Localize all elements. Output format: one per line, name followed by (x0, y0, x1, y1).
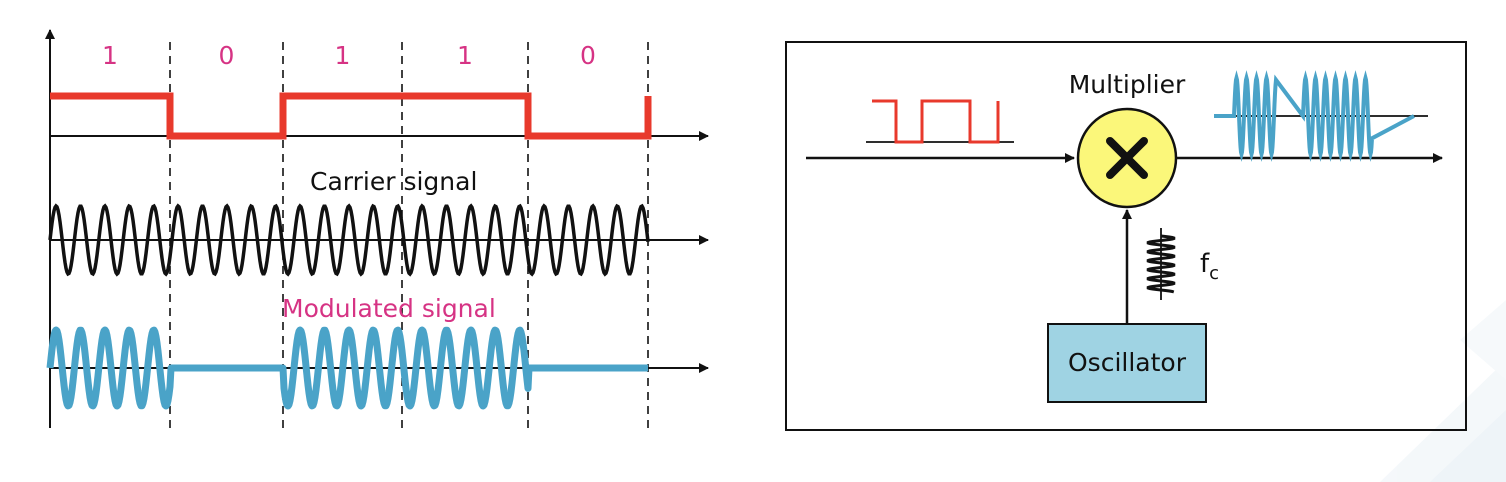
bit-labels: 1 0 1 1 0 (102, 41, 596, 70)
multiply-icon (1106, 137, 1148, 179)
timing-diagram: 1 0 1 1 0 Carrier signal Modulated signal (45, 29, 709, 430)
bit-label: 0 (580, 41, 596, 70)
digital-signal (50, 92, 652, 140)
carrier-sine-icon (1146, 234, 1176, 294)
output-modulated-signal-icon (1214, 70, 1415, 162)
block-diagram-frame (785, 41, 1467, 431)
bit-boundaries (169, 42, 649, 430)
input-digital-signal-icon (866, 99, 1014, 144)
block-diagram: Multiplier fc Oscillator (785, 41, 1467, 431)
bit-label: 1 (457, 41, 473, 70)
carrier-frequency-label: fc (1200, 249, 1219, 284)
bit-label: 0 (219, 41, 235, 70)
oscillator-label: Oscillator (1068, 348, 1187, 377)
modulated-wave (46, 326, 651, 410)
carrier-signal-label: Carrier signal (310, 167, 477, 196)
modulated-signal-label: Modulated signal (282, 294, 496, 323)
multiplier-label: Multiplier (1069, 70, 1186, 99)
bit-label: 1 (335, 41, 351, 70)
carrier-wave (48, 203, 650, 277)
oscillator-box (1047, 323, 1207, 403)
background-watermark (1380, 300, 1506, 482)
bit-label: 1 (102, 41, 118, 70)
